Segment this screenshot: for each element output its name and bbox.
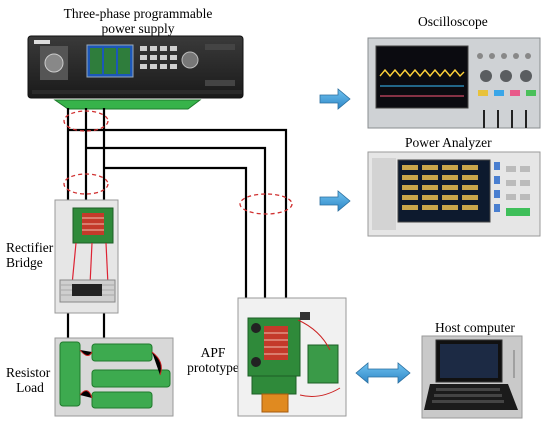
wire-phase-a-apf [68,128,288,300]
rectifier-label-line1: Rectifier [6,240,54,255]
power-wires [66,108,288,340]
apf-label: APF prototype [183,345,243,375]
arrow-to-power-analyzer [319,190,351,212]
resistor-label-line1: Resistor [6,365,51,380]
apf-label-line2: prototype [187,360,239,375]
probe-ellipse-apf [239,193,293,215]
resistor-load-image [54,337,174,417]
rectifier-bridge-image [54,199,119,314]
probe-ellipse-supply [63,110,109,132]
probe-ellipses [63,110,293,215]
power-analyzer-image [367,151,541,237]
power-analyzer-label: Power Analyzer [405,135,492,150]
wire-phase-b-apf [86,146,267,300]
apf-prototype-image [237,297,347,417]
oscilloscope-label: Oscilloscope [418,14,488,29]
rectifier-label: Rectifier Bridge [6,240,53,270]
wire-phase-c-apf [104,166,248,300]
probe-ellipse-load [63,173,109,195]
oscilloscope-image [367,37,541,129]
host-computer-image [421,335,523,419]
arrow-to-oscilloscope [319,88,351,110]
rectifier-label-line2: Bridge [6,255,43,270]
resistor-load-label: Resistor Load [6,365,54,395]
psu-label-line1: Three-phase programmable [63,6,213,21]
power-supply-image [27,35,244,110]
resistor-label-line2: Load [16,380,44,395]
bidirectional-arrow-apf-host [355,362,411,384]
apf-label-line1: APF [200,345,226,360]
psu-label: Three-phase programmable power supply [38,6,238,36]
psu-label-line2: power supply [101,21,175,36]
host-computer-label: Host computer [435,320,515,335]
